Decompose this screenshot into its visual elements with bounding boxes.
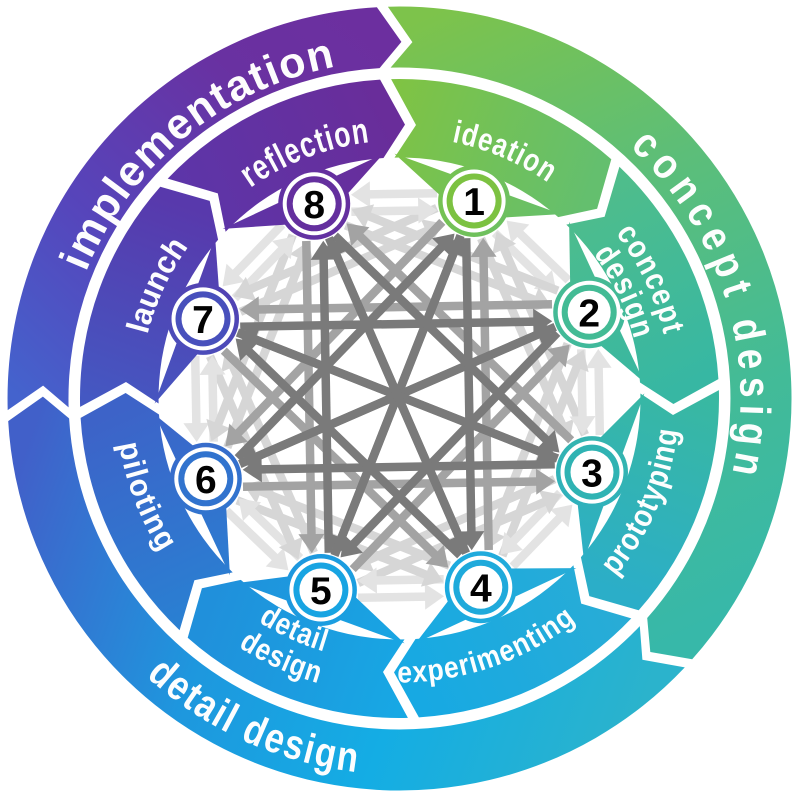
svg-text:8: 8 [303,184,325,227]
svg-text:1: 1 [463,181,485,224]
svg-text:n: n [644,442,682,466]
svg-text:3: 3 [581,452,603,495]
svg-text:s: s [730,376,778,398]
svg-text:n: n [348,109,370,152]
svg-text:g: g [648,426,686,448]
svg-text:5: 5 [310,570,332,613]
svg-text:4: 4 [470,567,492,610]
svg-text:e: e [397,655,412,689]
svg-text:e: e [441,649,462,685]
svg-text:p: p [425,652,445,688]
svg-text:6: 6 [195,459,217,502]
svg-text:2: 2 [578,292,600,335]
svg-text:i: i [730,404,778,416]
svg-text:g: g [728,421,777,448]
svg-text:7: 7 [192,299,214,342]
svg-text:x: x [411,654,428,689]
